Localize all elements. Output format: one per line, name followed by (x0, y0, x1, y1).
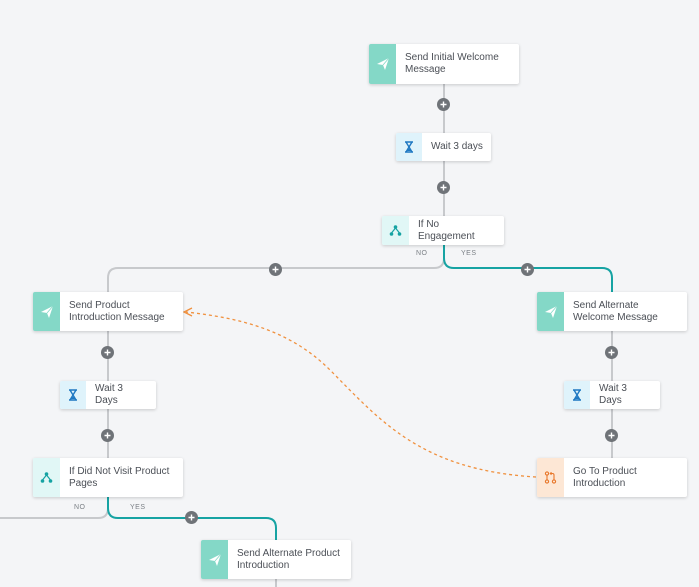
branch-label-no: NO (74, 504, 86, 511)
hourglass-icon (564, 381, 590, 409)
node-send-alternate-product-intro[interactable]: Send Alternate Product Introduction (201, 540, 351, 579)
node-label: Send Initial Welcome Message (405, 52, 499, 75)
add-step-button[interactable] (101, 429, 114, 442)
node-label: If Did Not Visit Product Pages (69, 465, 170, 489)
add-step-button[interactable] (269, 263, 282, 276)
add-step-button[interactable] (185, 511, 198, 524)
node-send-initial-welcome[interactable]: Send Initial Welcome Message (369, 44, 519, 84)
paper-plane-icon (369, 44, 396, 84)
node-label: Send Alternate Welcome Message (573, 299, 658, 323)
node-wait-3-days-top[interactable]: Wait 3 days (396, 133, 491, 161)
split-icon (382, 216, 409, 245)
hourglass-icon (60, 381, 86, 409)
node-goto-product-intro[interactable]: Go To Product Introduction (537, 458, 687, 497)
add-step-button[interactable] (521, 263, 534, 276)
node-if-no-engagement[interactable]: If No Engagement (382, 216, 504, 245)
add-step-button[interactable] (605, 346, 618, 359)
add-step-button[interactable] (101, 346, 114, 359)
goto-icon (537, 458, 564, 497)
paper-plane-icon (201, 540, 228, 579)
add-step-button[interactable] (437, 181, 450, 194)
node-label: If No Engagement (418, 218, 475, 242)
node-label: Go To Product Introduction (573, 465, 637, 489)
branch-label-yes: YES (130, 504, 146, 511)
node-send-product-intro[interactable]: Send Product Introduction Message (33, 292, 183, 331)
node-label: Send Product Introduction Message (69, 299, 165, 323)
node-wait-3-days-left[interactable]: Wait 3 Days (60, 381, 156, 409)
goto-link-arrowhead (182, 307, 193, 317)
split-icon (33, 458, 60, 497)
add-step-button[interactable] (437, 98, 450, 111)
node-send-alternate-welcome[interactable]: Send Alternate Welcome Message (537, 292, 687, 331)
hourglass-icon (396, 133, 422, 161)
connector-no-branch-2 (0, 497, 109, 519)
goto-link-line (185, 311, 537, 478)
node-label: Wait 3 days (431, 141, 483, 152)
branch-label-yes: YES (461, 250, 477, 257)
paper-plane-icon (537, 292, 564, 331)
branch-label-no: NO (416, 250, 428, 257)
add-step-button[interactable] (605, 429, 618, 442)
node-wait-3-days-right[interactable]: Wait 3 Days (564, 381, 660, 409)
node-label: Send Alternate Product Introduction (237, 547, 340, 571)
node-label: Wait 3 Days (95, 383, 123, 406)
node-label: Wait 3 Days (599, 383, 627, 406)
paper-plane-icon (33, 292, 60, 331)
node-if-did-not-visit[interactable]: If Did Not Visit Product Pages (33, 458, 183, 497)
